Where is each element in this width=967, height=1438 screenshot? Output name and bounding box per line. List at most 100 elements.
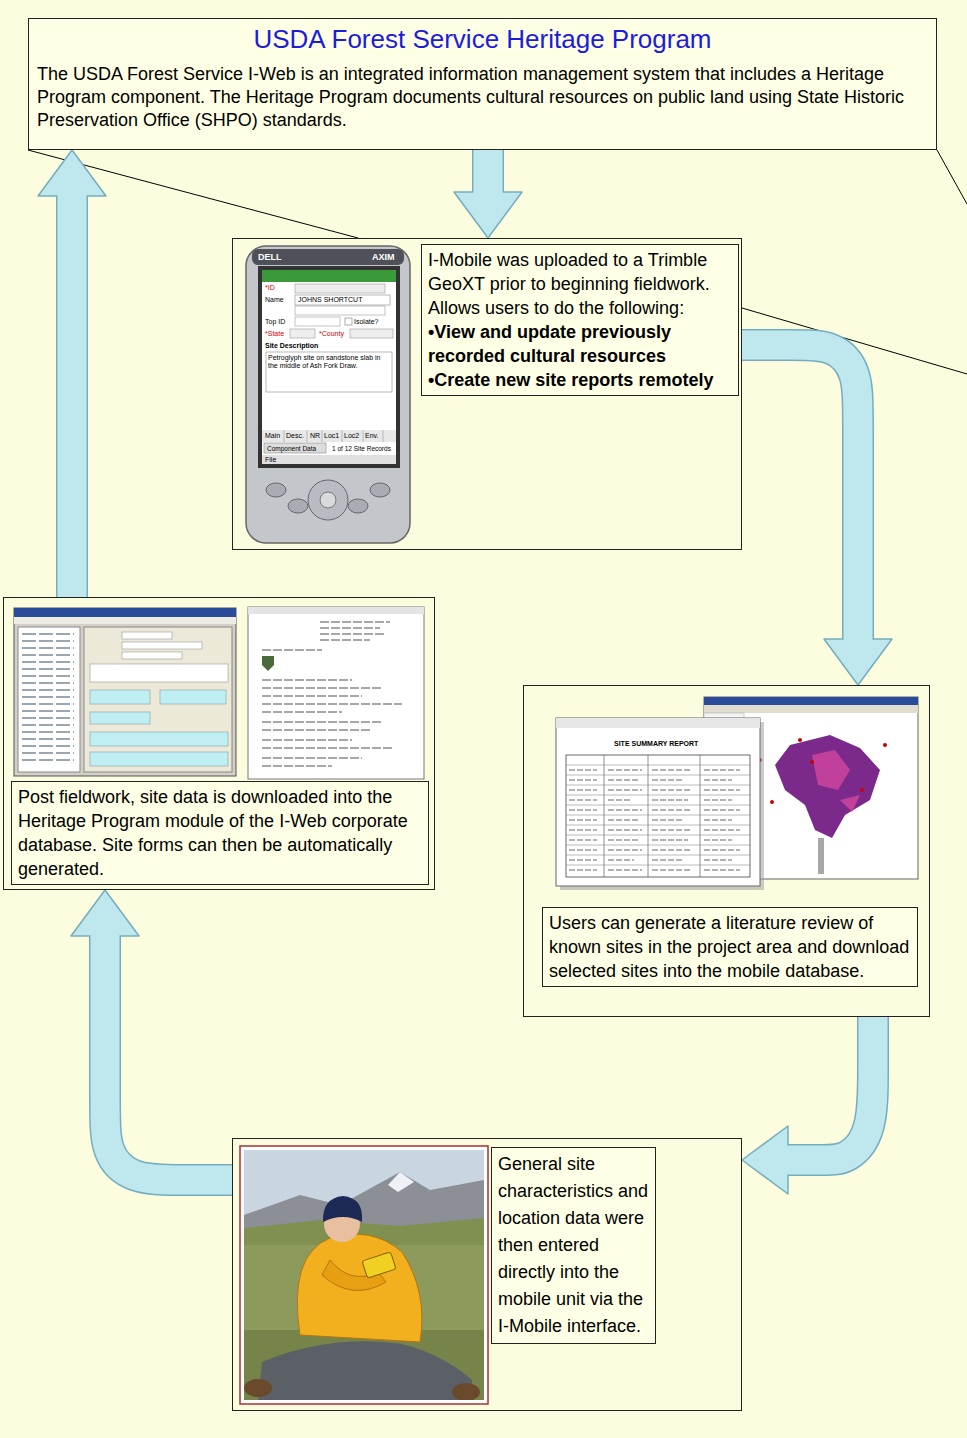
screen-label: *State: [265, 330, 284, 338]
screen-label: NR: [310, 432, 320, 440]
pda-illustration: [262, 270, 396, 282]
screen-label: Main: [265, 432, 280, 440]
field-photo: [452, 1383, 480, 1400]
screen-label: AXIM: [372, 252, 395, 262]
field-photo: [323, 1196, 362, 1222]
site-form-document: [248, 607, 424, 614]
database-screenshot: [122, 652, 182, 659]
gis-map-screenshot: [798, 738, 802, 742]
bullet-text: •View and update previously recorded cul…: [428, 320, 732, 368]
arrow-shaft: [742, 345, 858, 641]
site-form-document: [262, 622, 402, 766]
field-photo: [244, 1379, 272, 1397]
screen-label: JOHNS SHORTCUT: [298, 296, 362, 304]
arrow-head: [742, 1126, 788, 1194]
block-arrow: [742, 1017, 873, 1194]
body-text: I-Mobile was uploaded to a Trimble GeoXT…: [428, 248, 732, 320]
database-screenshot: [90, 712, 150, 724]
pda-illustration: [345, 318, 352, 325]
screen-label: Loc1: [324, 432, 339, 440]
body-text: General site characteristics and locatio…: [498, 1151, 649, 1340]
arrow-head: [824, 639, 892, 685]
gis-map-screenshot: [840, 795, 860, 812]
body-text: The USDA Forest Service I-Web is an inte…: [37, 63, 928, 132]
gis-map-screenshot: [860, 788, 864, 792]
panel-box: General site characteristics and locatio…: [232, 1138, 742, 1411]
field-photo: [244, 1150, 484, 1400]
field-photo: [297, 1234, 422, 1342]
leader-line: [937, 150, 967, 204]
caption-box: Post fieldwork, site data is downloaded …: [11, 781, 429, 885]
gis-map-screenshot: [775, 735, 880, 838]
pda-illustration: [308, 480, 348, 520]
pda-illustration: [295, 295, 390, 305]
screen-label: *ID: [265, 284, 275, 292]
report-screenshot: [566, 755, 750, 877]
screen-label: Isolate?: [354, 318, 379, 326]
database-screenshot: [84, 627, 232, 772]
gis-map-screenshot: [704, 705, 918, 713]
arrow-outline: [742, 345, 858, 639]
database-screenshot: [18, 627, 80, 772]
field-photo: [258, 1341, 472, 1400]
pda-illustration: [295, 317, 340, 326]
screen-label: DELL: [258, 252, 282, 262]
pda-illustration: [252, 249, 404, 265]
screen-label: Petroglyph site on sandstone slab in the…: [268, 354, 390, 370]
database-screenshot: [14, 608, 236, 776]
body-text: Users can generate a literature review o…: [549, 911, 911, 983]
report-screenshot: [556, 718, 760, 728]
site-form-document: [262, 656, 274, 671]
arrow-head: [71, 890, 139, 936]
pda-illustration: [246, 246, 410, 543]
screen-label: Site Description: [265, 342, 318, 350]
report-screenshot: [604, 755, 700, 877]
text-area: USDA Forest Service Heritage ProgramThe …: [29, 19, 936, 138]
database-screenshot: [90, 690, 150, 704]
title-text: USDA Forest Service Heritage Program: [37, 23, 928, 55]
block-arrow: [38, 150, 106, 597]
pda-illustration: [288, 499, 308, 513]
arrow-head: [38, 150, 106, 196]
block-arrow: [71, 890, 232, 1180]
database-screenshot: [160, 690, 226, 704]
database-screenshot: [14, 608, 236, 617]
arrow-shaft: [105, 934, 232, 1180]
caption-box: Users can generate a literature review o…: [542, 907, 918, 987]
panel-box: I-Mobile was uploaded to a Trimble GeoXT…: [232, 238, 742, 550]
field-photo: [240, 1146, 488, 1405]
screen-label: Loc2: [344, 432, 359, 440]
site-form-document: [248, 607, 424, 779]
pda-illustration: [295, 284, 385, 293]
pda-illustration: [262, 270, 396, 464]
pda-illustration: [290, 329, 315, 338]
gis-map-screenshot: [818, 838, 824, 874]
report-screenshot: [569, 770, 740, 870]
pda-illustration: [348, 499, 368, 513]
database-screenshot: [122, 632, 172, 639]
gis-map-screenshot: [812, 750, 850, 790]
report-screenshot: [556, 718, 764, 890]
pda-illustration: [262, 430, 396, 442]
pda-illustration: [266, 483, 286, 497]
site-form-document: [248, 607, 424, 779]
caption-box: I-Mobile was uploaded to a Trimble GeoXT…: [421, 244, 739, 396]
gis-map-screenshot: [770, 800, 774, 804]
arrow-outline: [105, 936, 232, 1180]
screen-label: *County: [319, 330, 344, 338]
gis-map-screenshot: [883, 743, 887, 747]
report-screenshot: [556, 718, 760, 886]
screen-label: Component Data: [267, 445, 316, 452]
pda-illustration: [262, 455, 396, 464]
pda-illustration: [246, 246, 410, 543]
panel-box: Users can generate a literature review o…: [523, 685, 930, 1017]
screen-label: File: [265, 456, 276, 464]
database-screenshot: [90, 752, 228, 766]
bullet-text: •Create new site reports remotely: [428, 368, 732, 392]
caption-box: General site characteristics and locatio…: [491, 1147, 656, 1344]
database-screenshot: [90, 664, 228, 682]
screen-label: Desc.: [286, 432, 304, 440]
screen-label: 1 of 12 Site Records: [332, 445, 391, 452]
